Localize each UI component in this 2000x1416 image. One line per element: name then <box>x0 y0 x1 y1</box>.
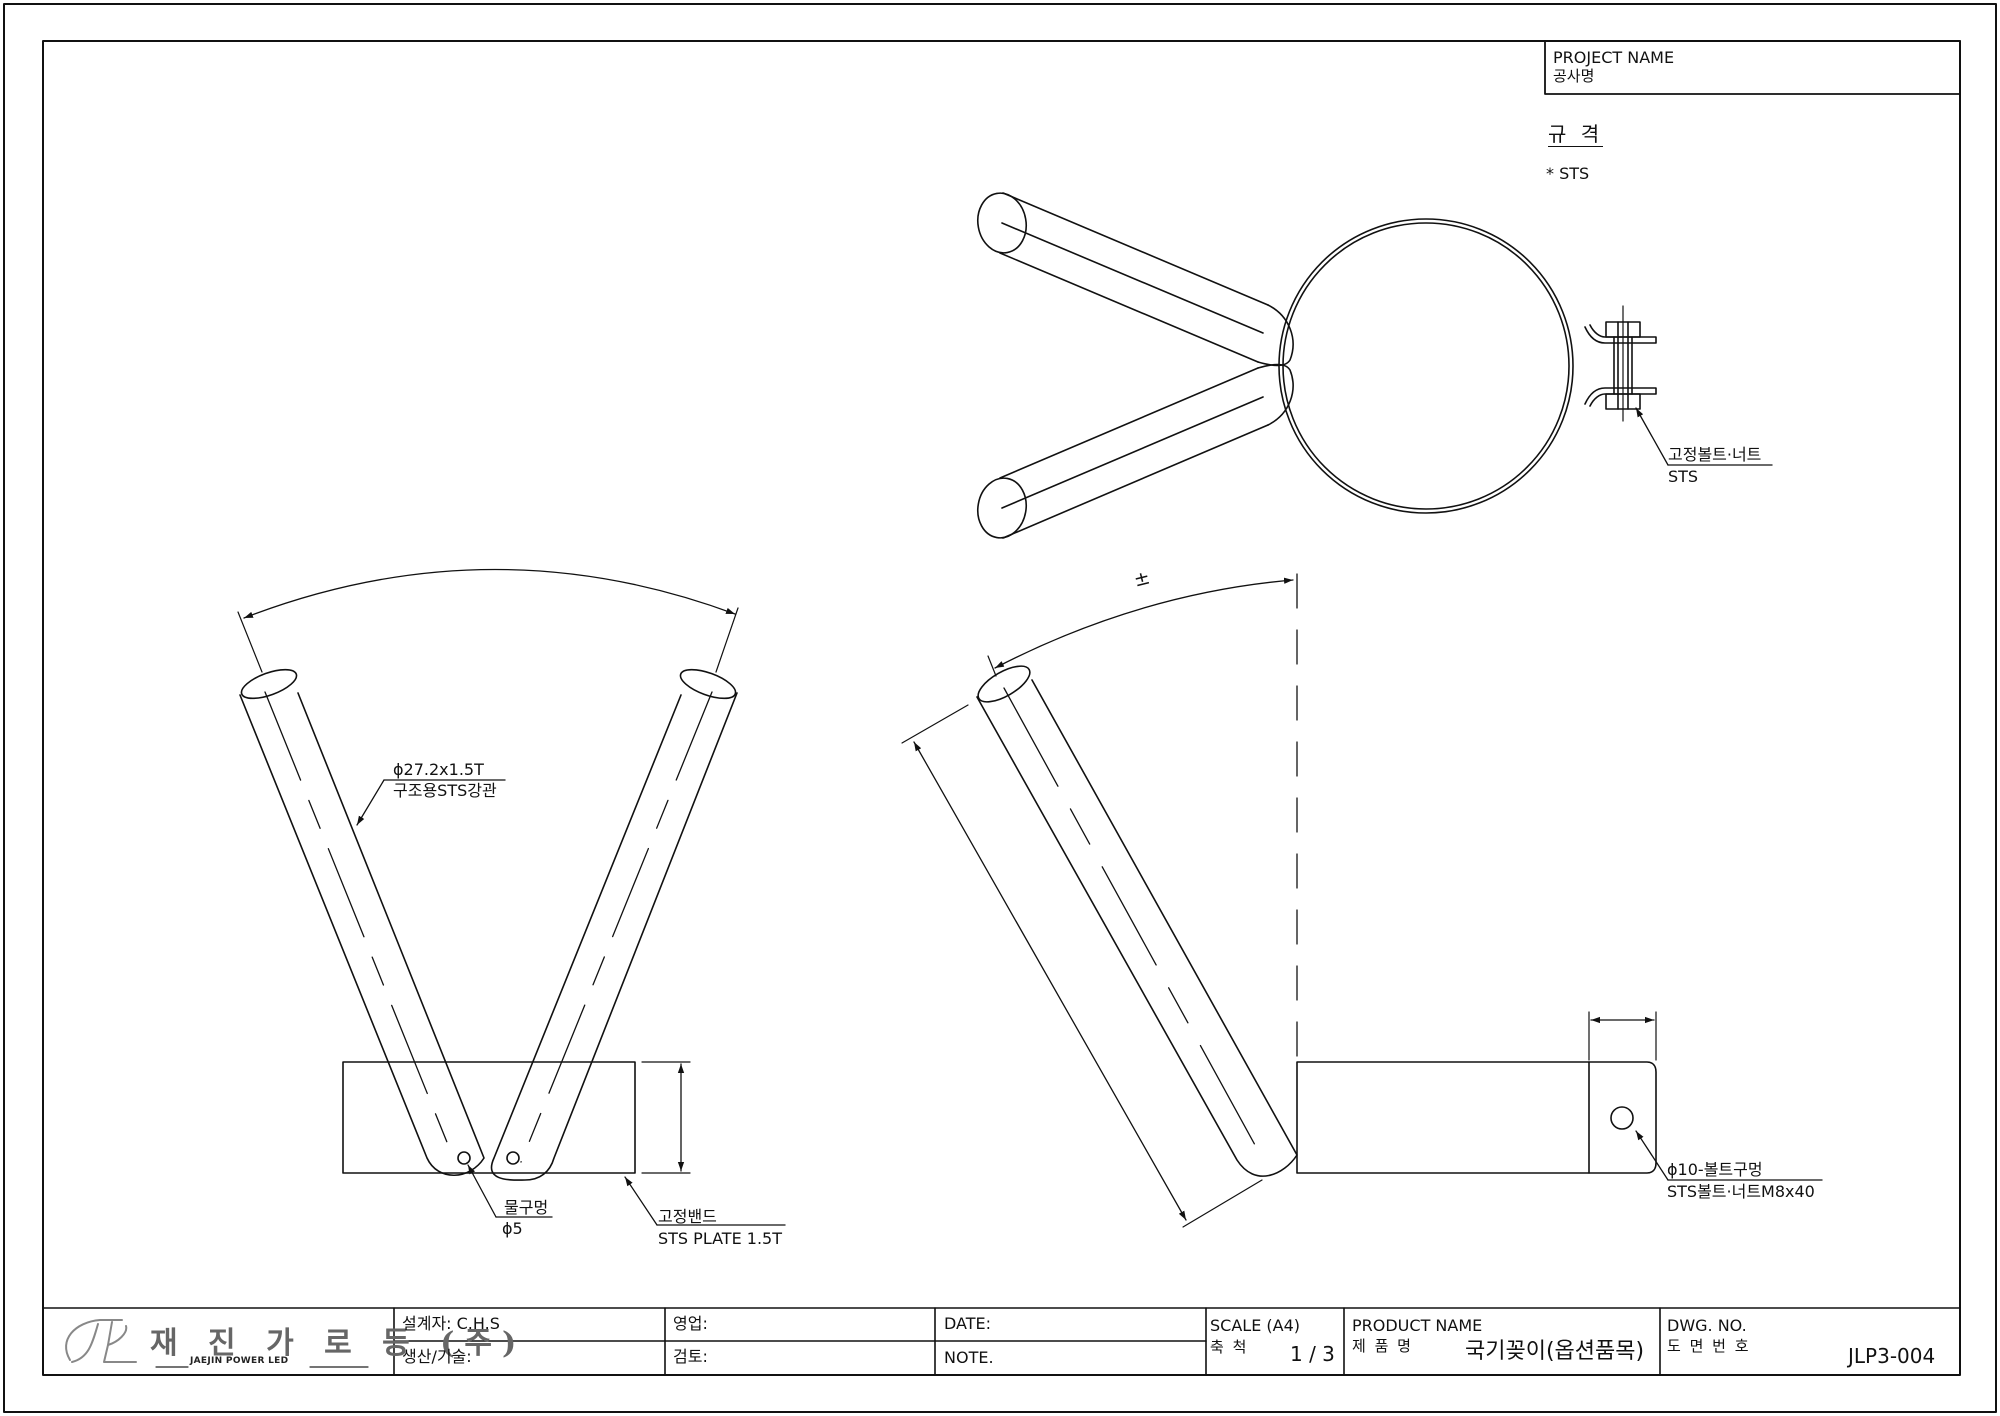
title-block-grid <box>42 1307 1961 1376</box>
bolt-nut-bottom <box>1605 393 1641 410</box>
drawing-frame <box>42 40 1961 1376</box>
bolt-nut-top <box>1605 321 1641 338</box>
pipe-material-label: 구조용STS강관 <box>393 781 497 800</box>
date-field: DATE: <box>944 1314 992 1333</box>
pole-band-circle-inner <box>1282 222 1570 510</box>
drain-dia-label: ϕ5 <box>502 1219 523 1238</box>
band-material-label: STS PLATE 1.5T <box>658 1229 782 1248</box>
product-name-label: PRODUCT NAME <box>1352 1316 1483 1335</box>
front-view <box>237 568 786 1226</box>
bolt-material-label: STS <box>1668 467 1699 486</box>
scale-value: 1 / 3 <box>1290 1342 1335 1366</box>
band-ear-lower <box>1584 387 1657 407</box>
top-view <box>976 192 1773 539</box>
review-field: 검토: <box>673 1347 708 1366</box>
pipe-dim-label: ϕ27.2x1.5T <box>393 760 484 779</box>
dwg-no-label: DWG. NO. <box>1667 1316 1747 1335</box>
bolt-nut-label: 고정볼트·너트 <box>1668 445 1762 464</box>
note-field: NOTE. <box>944 1348 994 1367</box>
drain-hole-label: 물구멍 <box>504 1198 549 1217</box>
left-pipe <box>239 692 485 1177</box>
tilt-angle-arc <box>994 577 1294 669</box>
scale-label: SCALE (A4) <box>1210 1316 1300 1335</box>
bolt-spec-label: STS볼트·너트M8x40 <box>1667 1182 1815 1201</box>
bolt-hole <box>1610 1106 1634 1130</box>
product-name-value: 국기꽂이(옵션품목) <box>1465 1339 1645 1364</box>
left-pipe-end <box>240 668 298 700</box>
side-pipe <box>976 679 1298 1177</box>
project-name-ko: 공사명 <box>1553 67 1595 85</box>
band-tab <box>1588 1061 1657 1174</box>
drain-hole-left <box>457 1151 471 1165</box>
right-pipe <box>490 692 738 1181</box>
outer-border <box>3 3 1997 1413</box>
spec-item: * STS <box>1546 164 1590 183</box>
product-name-ko: 제 품 명 <box>1352 1337 1413 1355</box>
bolt-hole-label: ϕ10-볼트구멍 <box>1667 1160 1763 1179</box>
pipe-length-dimension <box>913 741 1187 1221</box>
spec-title: 규 격 <box>1548 122 1604 147</box>
lower-arm-end <box>976 477 1028 539</box>
company-logo-mark <box>65 1319 369 1368</box>
sales-field: 영업: <box>673 1314 708 1333</box>
side-band <box>1296 1061 1590 1174</box>
production-field: 생산/기술: <box>402 1347 472 1366</box>
side-view <box>901 573 1823 1228</box>
right-pipe-end <box>679 668 737 700</box>
project-name-label: PROJECT NAME <box>1553 48 1675 67</box>
upper-arm-end <box>976 192 1028 254</box>
company-name-en: JAEJIN POWER LED <box>190 1356 289 1366</box>
company-name: 재 진 가 로 등 (주) <box>150 1326 527 1361</box>
designer-field: 설계자: C.H.S <box>402 1314 500 1333</box>
band-label: 고정밴드 <box>658 1207 717 1226</box>
dwg-no-value: JLP3-004 <box>1848 1344 1936 1368</box>
band-ear-upper <box>1584 324 1657 344</box>
project-name-box <box>1544 40 1961 95</box>
side-pipe-end <box>977 665 1031 703</box>
angle-dimension-arc <box>243 568 736 619</box>
pole-band-circle-outer <box>1278 218 1574 514</box>
scale-ko: 축 척 <box>1210 1338 1249 1356</box>
fixing-band-plate <box>342 1061 636 1174</box>
dwg-no-ko: 도 면 번 호 <box>1667 1337 1751 1355</box>
drain-hole-right <box>506 1151 520 1165</box>
